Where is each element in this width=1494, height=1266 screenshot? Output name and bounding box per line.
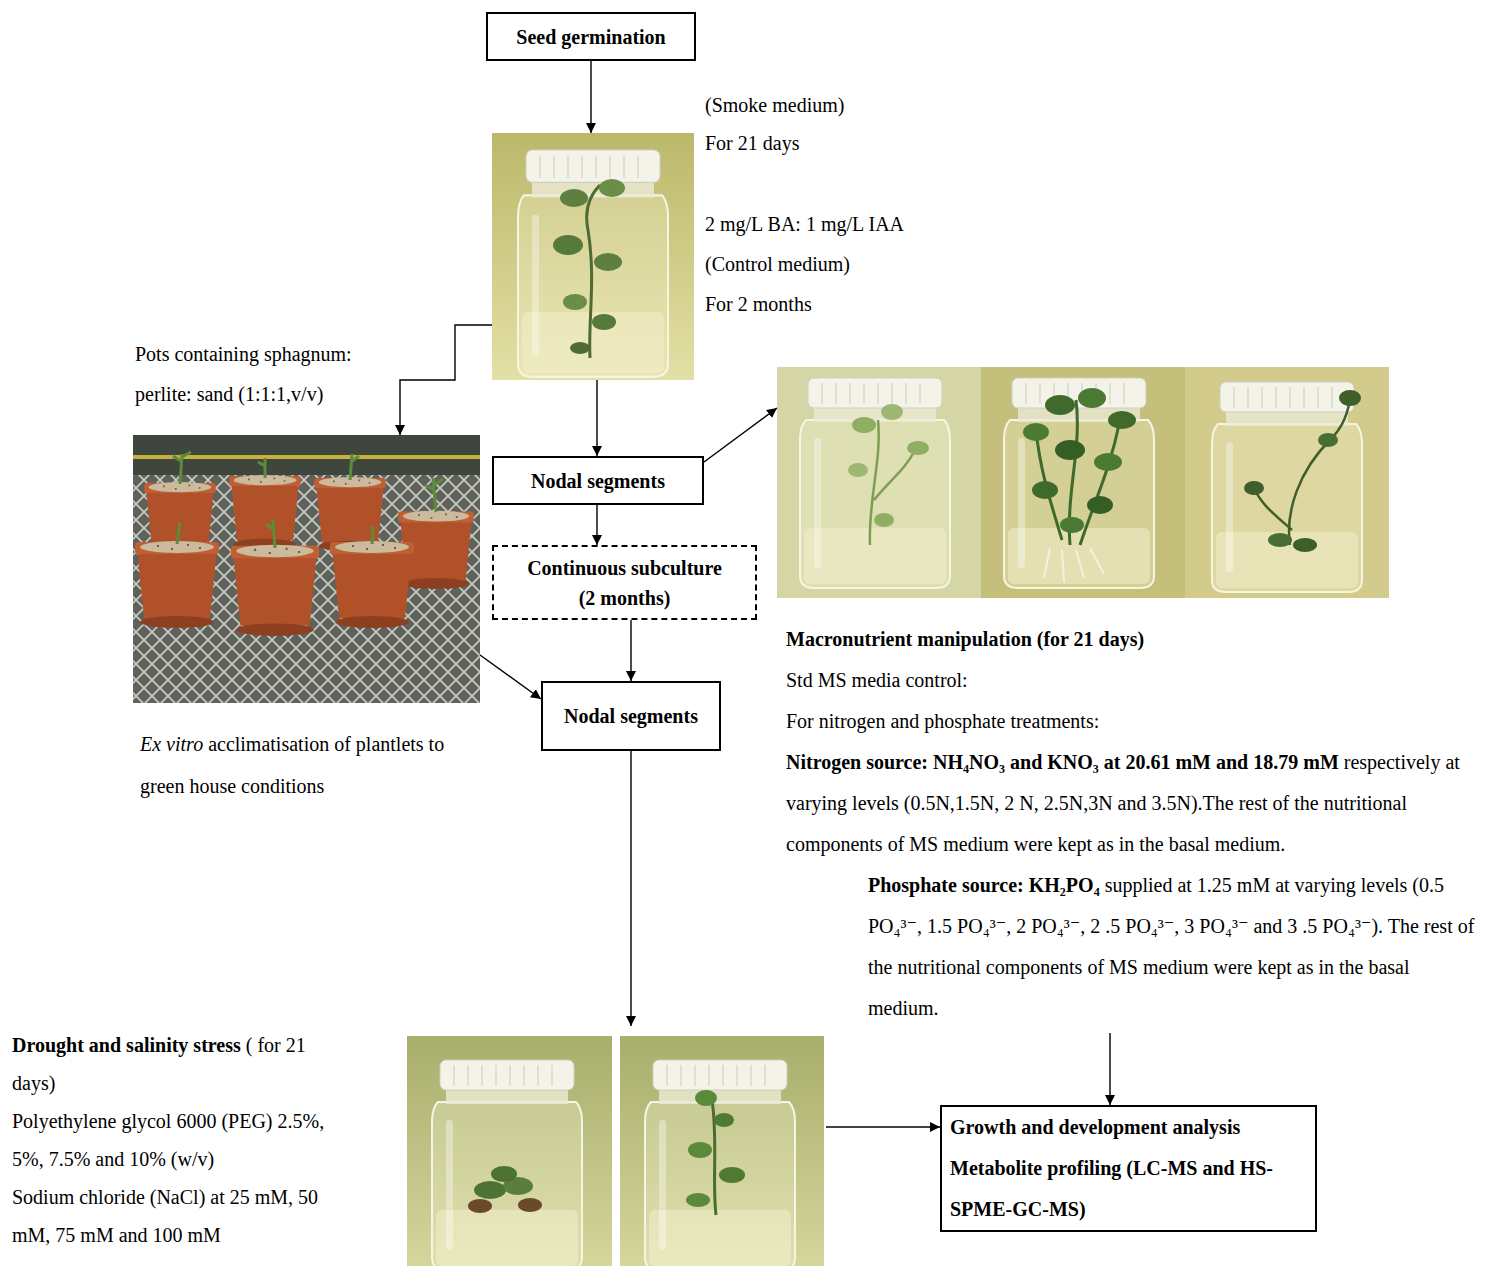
node-text: Nitrogen source: NH₄NO₃ and KNO₃ at 20.6… [786,751,1339,773]
greenhouse-pots-photo [133,435,480,703]
node-text: For nitrogen and phosphate treatments: [786,710,1099,732]
germination-photo [492,133,694,380]
paragraph: Phosphate source: KH₂PO₄supplied at 1.25… [786,865,1478,1029]
node-text: 2 mg/L BA: 1 mg/L IAA [705,213,904,235]
node-text: Nodal segments [504,466,692,496]
node-text: Std MS media control: [786,669,968,691]
paragraph: Ex vitroacclimatisation of plantlets to … [140,723,485,807]
text-group: (Control medium) For 2 months [705,244,875,324]
node-text: Sodium chloride (NaCl) at 25 mM, 50 mM, … [12,1186,318,1246]
node-text: (Smoke medium) For 21 days [705,94,844,154]
node-text: Macronutrient manipulation (for 21 days) [786,628,1144,650]
node-text: Continuous subculture (2 months) [522,553,727,613]
text-group: Drought and salinity stress( for 21 days… [12,1026,357,1254]
arrow-connector [1109,1033,1110,1105]
stress-photos [407,1036,824,1266]
macronutrient-photos [777,367,1389,598]
paragraph: Polyethylene glycol 6000 (PEG) 2.5%, 5%,… [12,1102,357,1178]
arrow-connector [480,655,541,699]
process-box: Seed germination [486,12,696,61]
arrow-connector [826,1126,940,1127]
node-text: Metabolite profiling (LC-MS and HS-SPME-… [950,1148,1307,1230]
paragraph: Drought and salinity stress( for 21 days… [12,1026,357,1102]
node-text: Polyethylene glycol 6000 (PEG) 2.5%, 5%,… [12,1110,324,1170]
node-text: Phosphate source: KH₂PO₄ [868,874,1100,896]
paragraph: (Smoke medium) For 21 days [705,86,875,162]
node-text: (Control medium) For 2 months [705,253,850,315]
treatment-panel: Drought and salinity stress( for 21 days… [10,1026,826,1266]
node-text: Seed germination [498,22,684,52]
paragraph: Sodium chloride (NaCl) at 25 mM, 50 mM, … [12,1178,357,1254]
process-box: Continuous subculture (2 months) [492,545,757,620]
arrow-connector [704,408,777,462]
text-group: (Smoke medium) For 21 days [705,86,875,162]
paragraph: Std MS media control: [786,660,1478,701]
photo-panel: (Smoke medium) For 21 days2 mg/L BA: 1 m… [492,133,694,380]
arrow-connector [596,505,597,545]
treatment-panel: Macronutrient manipulation (for 21 days)… [777,367,1487,1033]
arrow-connector [630,751,631,1026]
paragraph: (Control medium) For 2 months [705,244,875,324]
node-text: Drought and salinity stress [12,1034,241,1056]
paragraph: Macronutrient manipulation (for 21 days) [786,619,1478,660]
text-group: 2 mg/L BA: 1 mg/L IAA [705,204,965,244]
text-group: Macronutrient manipulation (for 21 days)… [786,619,1478,1029]
edge-label: Pots containing sphagnum: perlite: sand … [135,334,380,414]
node-text: Ex vitro [140,733,203,755]
photo-panel: Ex vitroacclimatisation of plantlets to … [133,435,480,703]
text-group: Ex vitroacclimatisation of plantlets to … [140,723,485,807]
paragraph: Nitrogen source: NH₄NO₃ and KNO₃ at 20.6… [786,742,1478,865]
paragraph: For nitrogen and phosphate treatments: [786,701,1478,742]
node-text: Nodal segments [553,701,709,731]
output-box: Growth and development analysisMetabolit… [940,1105,1317,1232]
arrow-connector [630,620,631,681]
arrow-connector [596,380,597,456]
node-text: Growth and development analysis [950,1107,1307,1148]
paragraph: 2 mg/L BA: 1 mg/L IAA [705,204,965,244]
process-box: Nodal segments [541,681,721,751]
arrow-connector [400,325,492,435]
arrow-connector [590,61,591,133]
process-box: Nodal segments [492,456,704,505]
